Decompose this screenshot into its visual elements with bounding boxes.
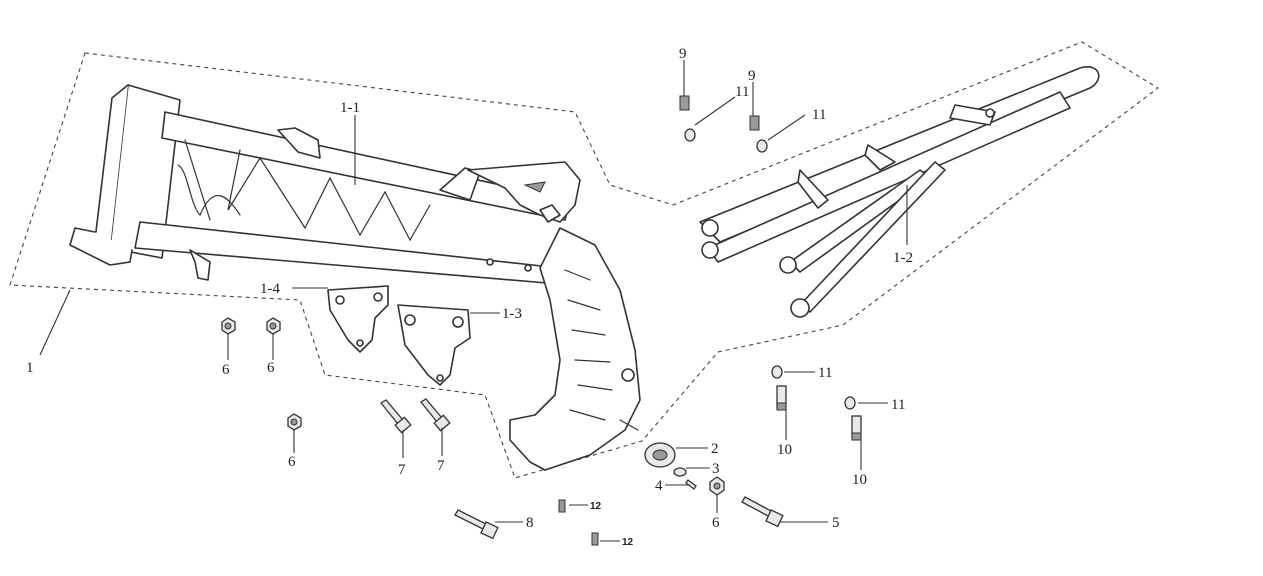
- rear-subframe: [699, 66, 1100, 318]
- callout-8: 8: [526, 515, 534, 531]
- callout-1-3: 1-3: [502, 306, 522, 322]
- screw-icon: [591, 532, 599, 546]
- bolt-icon: [851, 415, 862, 441]
- callout-1: 1: [26, 360, 34, 376]
- nut-icon: [221, 317, 236, 335]
- callout-11: 11: [812, 107, 826, 123]
- callout-1-1: 1-1: [340, 100, 360, 116]
- callout-7: 7: [437, 458, 445, 474]
- washer-icon: [673, 467, 687, 477]
- callout-11: 11: [891, 397, 905, 413]
- bolt-icon: [776, 385, 787, 411]
- callout-1-2: 1-2: [893, 250, 913, 266]
- leader-lines: [39, 60, 908, 542]
- callout-7: 7: [398, 462, 406, 478]
- washer-icon: [844, 396, 856, 410]
- bolt-icon: [454, 509, 499, 540]
- frame-group-outline: [9, 41, 1159, 479]
- spacer-icon: [644, 442, 676, 468]
- nut-icon: [266, 317, 281, 335]
- callout-11: 11: [818, 365, 832, 381]
- callout-12: 12: [590, 501, 602, 512]
- bracket-1-3: [397, 304, 471, 386]
- callout-3: 3: [712, 461, 720, 477]
- callout-9: 9: [679, 46, 687, 62]
- callout-4: 4: [655, 478, 663, 494]
- callout-5: 5: [832, 515, 840, 531]
- callout-6: 6: [288, 454, 296, 470]
- callout-6: 6: [712, 515, 720, 531]
- bolt-icon: [679, 95, 690, 111]
- callout-10: 10: [777, 442, 792, 458]
- screw-icon: [558, 499, 566, 513]
- washer-icon: [771, 365, 783, 379]
- callout-9: 9: [748, 68, 756, 84]
- bolt-icon: [420, 398, 451, 432]
- callout-11: 11: [735, 84, 749, 100]
- callout-2: 2: [711, 441, 719, 457]
- pin-icon: [685, 479, 697, 490]
- callout-10: 10: [852, 472, 867, 488]
- nut-icon: [287, 413, 302, 431]
- bolt-icon: [741, 496, 784, 528]
- bolt-icon: [380, 399, 412, 434]
- bracket-1-4: [327, 285, 389, 353]
- callout-6: 6: [222, 362, 230, 378]
- callout-6: 6: [267, 360, 275, 376]
- nut-icon: [709, 476, 725, 496]
- washer-icon: [756, 139, 768, 153]
- bolt-icon: [749, 115, 760, 131]
- washer-icon: [684, 128, 696, 142]
- callout-1-4: 1-4: [260, 281, 280, 297]
- main-frame: [69, 84, 641, 471]
- callout-12: 12: [622, 537, 634, 548]
